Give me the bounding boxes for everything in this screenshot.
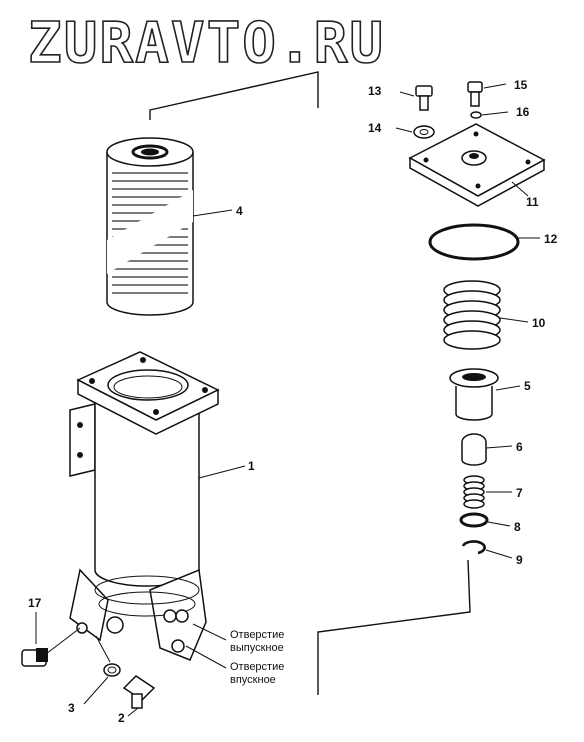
callout-12: 12	[544, 232, 558, 246]
outlet-label-line2: выпускное	[230, 642, 284, 654]
inlet-label-line1: Отверстие	[230, 661, 284, 673]
cover-plate	[408, 123, 546, 207]
cover-bolt-left	[395, 85, 435, 139]
valve-washer	[459, 512, 511, 528]
callout-13: 13	[368, 84, 382, 98]
callout-14: 14	[368, 121, 382, 135]
callout-16: 16	[516, 105, 530, 119]
callout-11: 11	[526, 195, 539, 209]
callout-9: 9	[516, 553, 523, 567]
callout-4: 4	[236, 204, 243, 218]
watermark-text: ZURAVTO.RU	[28, 11, 385, 76]
callout-8: 8	[514, 520, 521, 534]
callout-3: 3	[68, 701, 75, 715]
filter-housing	[69, 351, 246, 669]
callout-17: 17	[28, 596, 42, 610]
outlet-label-line1: Отверстие	[230, 629, 284, 641]
plug-and-washer	[83, 635, 156, 717]
snap-ring	[461, 540, 513, 559]
callout-7: 7	[516, 486, 523, 500]
callout-6: 6	[516, 440, 523, 454]
callout-1: 1	[248, 459, 255, 473]
callout-10: 10	[532, 316, 546, 330]
filter-element	[106, 137, 233, 316]
small-spring	[463, 475, 512, 509]
large-spring	[443, 280, 529, 350]
callout-15: 15	[514, 78, 528, 92]
valve-body	[449, 368, 521, 421]
inlet-label-line2: впускное	[230, 674, 276, 686]
assembly-lines	[149, 71, 471, 695]
o-ring	[428, 223, 540, 261]
callout-2: 2	[118, 711, 125, 725]
callout-5: 5	[524, 379, 531, 393]
valve-cap	[461, 433, 513, 466]
drain-plug	[21, 612, 81, 667]
cover-bolt-right	[467, 81, 509, 119]
